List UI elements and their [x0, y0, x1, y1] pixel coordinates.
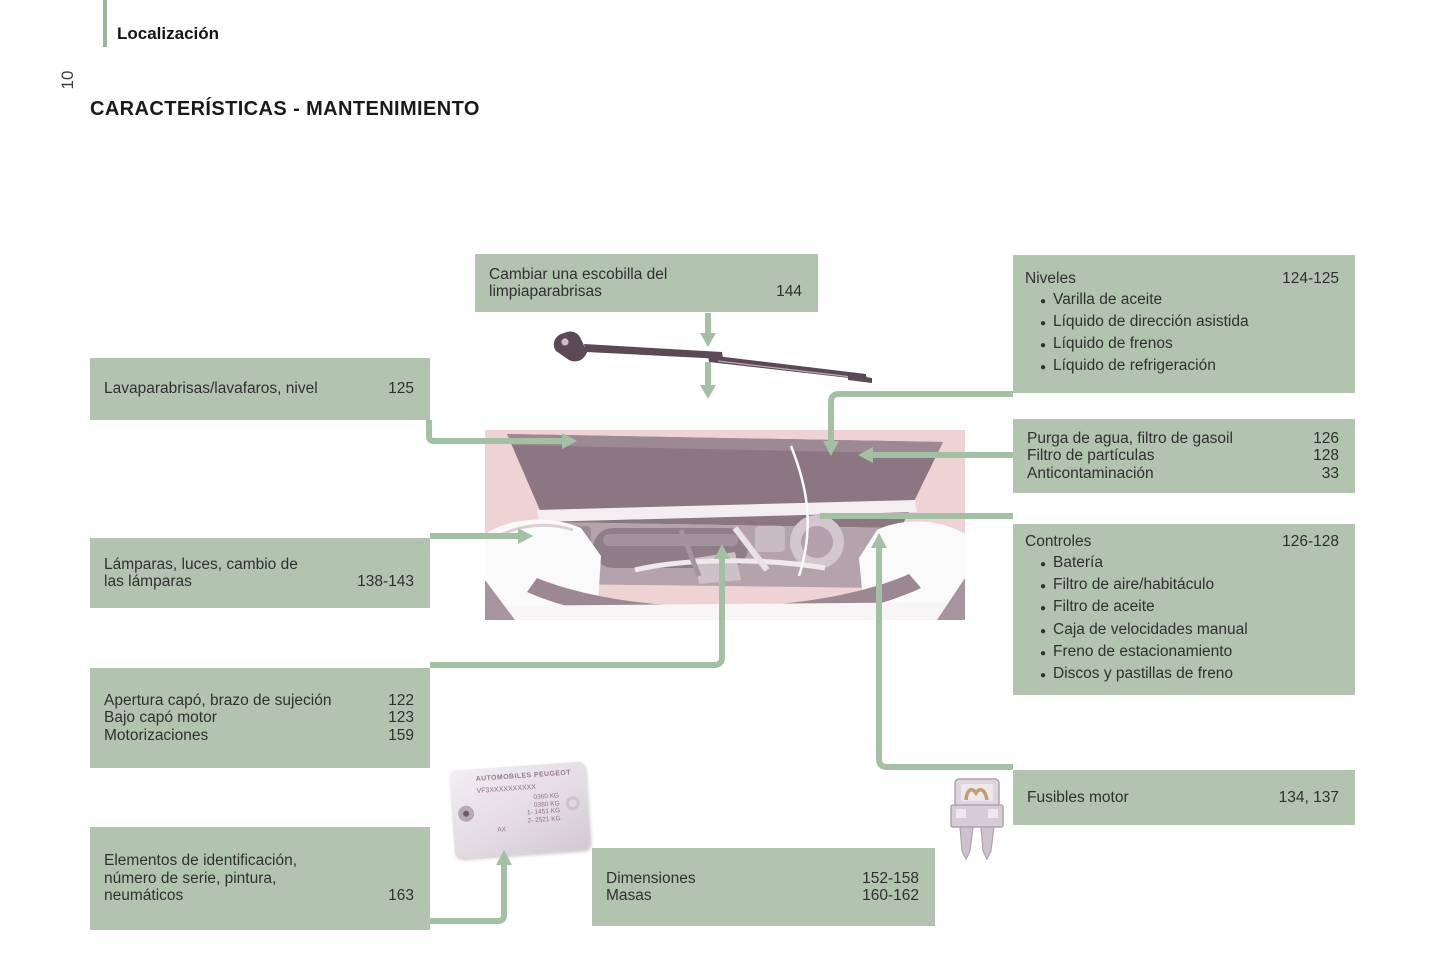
- callout-lamps: Lámparas, luces, cambio de las lámparas …: [90, 538, 430, 608]
- bullet-icon: ●: [1040, 558, 1047, 570]
- bullet-icon: ●: [1040, 362, 1047, 374]
- page-ref: 163: [388, 887, 414, 905]
- page-ref: 33: [1321, 464, 1339, 482]
- page-ref: 138-143: [357, 573, 414, 590]
- bullet-icon: ●: [1040, 581, 1047, 593]
- callout-label: número de serie, pintura,: [104, 869, 277, 887]
- bullet-icon: ●: [1040, 670, 1047, 682]
- connector-elementos: [430, 865, 507, 924]
- callout-fuses: Fusibles motor 134, 137: [1013, 770, 1355, 825]
- fuse-icon: [950, 778, 1004, 861]
- arrowhead-down-icon: [700, 385, 716, 399]
- bullet-label: Líquido de frenos: [1053, 335, 1173, 353]
- callout-levels: Niveles 124-125 ● Varilla de aceite ● Lí…: [1013, 255, 1355, 393]
- callout-label: limpiaparabrisas: [489, 283, 602, 300]
- page-ref: 128: [1313, 447, 1339, 465]
- plate-text: AUTOMOBILES PEUGEOT VF3XXXXXXXXXX 0360 K…: [476, 769, 576, 836]
- bullet-icon: ●: [1040, 340, 1047, 352]
- callout-identification: Elementos de identificación, número de s…: [90, 827, 430, 930]
- bullet-icon: ●: [1040, 317, 1047, 329]
- page-ref: 124-125: [1282, 270, 1339, 288]
- bullet-label: Varilla de aceite: [1053, 290, 1163, 308]
- page-ref: 160-162: [862, 887, 919, 904]
- bullet-icon: ●: [1040, 295, 1047, 307]
- page-ref: 159: [388, 726, 414, 744]
- callout-label: las lámparas: [104, 573, 192, 590]
- page-ref: 152-158: [862, 869, 919, 887]
- callout-checks: Controles 126-128 ● Batería ● Filtro de …: [1013, 524, 1355, 695]
- callout-bonnet: Apertura capó, brazo de sujeción 122 Baj…: [90, 668, 430, 768]
- page-title: CARACTERÍSTICAS - MANTENIMIENTO: [90, 98, 480, 120]
- callout-label: Lámparas, luces, cambio de: [104, 555, 298, 573]
- callout-title: Controles: [1025, 533, 1092, 551]
- page-ref: 126: [1313, 429, 1339, 447]
- callout-label: Bajo capó motor: [104, 709, 217, 727]
- page-ref: 125: [388, 380, 414, 398]
- bullet-label: Caja de velocidades manual: [1053, 620, 1248, 638]
- callout-label: Masas: [606, 887, 652, 904]
- callout-label: Fusibles motor: [1027, 788, 1129, 806]
- callout-label: Cambiar una escobilla del: [489, 265, 668, 283]
- section-rule: [103, 0, 107, 47]
- plate-grommet-icon: [457, 805, 475, 823]
- bullet-icon: ●: [1040, 647, 1047, 659]
- page-ref: 122: [388, 691, 414, 709]
- callout-dimensions: Dimensiones 152-158 Masas 160-162: [592, 848, 935, 926]
- bullet-label: Filtro de aceite: [1053, 598, 1155, 616]
- bullet-label: Filtro de aire/habitáculo: [1053, 576, 1215, 594]
- page-ref: 144: [776, 283, 802, 300]
- callout-label: neumáticos: [104, 887, 184, 905]
- bullet-label: Líquido de dirección asistida: [1053, 312, 1249, 330]
- callout-label: Motorizaciones: [104, 726, 209, 744]
- page-ref: 126-128: [1282, 533, 1339, 551]
- callout-label: Lavaparabrisas/lavafaros, nivel: [104, 380, 318, 398]
- bullet-icon: ●: [1040, 625, 1047, 637]
- callout-fuel-filter: Purga de agua, filtro de gasoil 126 Filt…: [1013, 419, 1355, 493]
- callout-wiper-change: Cambiar una escobilla del limpiaparabris…: [475, 254, 818, 312]
- section-label: Localización: [117, 24, 220, 43]
- bullet-label: Batería: [1053, 553, 1103, 571]
- identification-plate-image: AUTOMOBILES PEUGEOT VF3XXXXXXXXXX 0360 K…: [449, 761, 591, 859]
- page-ref: 123: [388, 709, 414, 727]
- callout-label: Dimensiones: [606, 869, 696, 887]
- bullet-label: Discos y pastillas de freno: [1053, 665, 1234, 683]
- page-number: 10: [58, 70, 77, 90]
- bullet-icon: ●: [1040, 603, 1047, 615]
- callout-washer-level: Lavaparabrisas/lavafaros, nivel 125: [90, 358, 430, 420]
- callout-label: Apertura capó, brazo de sujeción: [104, 691, 332, 709]
- callout-label: Purga de agua, filtro de gasoil: [1027, 429, 1233, 447]
- engine-bay-photo: [485, 430, 965, 620]
- callout-label: Filtro de partículas: [1027, 447, 1155, 465]
- callout-label: Elementos de identificación,: [104, 852, 298, 870]
- callout-title: Niveles: [1025, 270, 1076, 288]
- wiper-arm-image: [553, 331, 872, 383]
- callout-label: Anticontaminación: [1027, 464, 1154, 482]
- bullet-label: Freno de estacionamiento: [1053, 642, 1233, 660]
- page-ref: 134, 137: [1278, 788, 1339, 806]
- bullet-label: Líquido de refrigeración: [1053, 357, 1216, 375]
